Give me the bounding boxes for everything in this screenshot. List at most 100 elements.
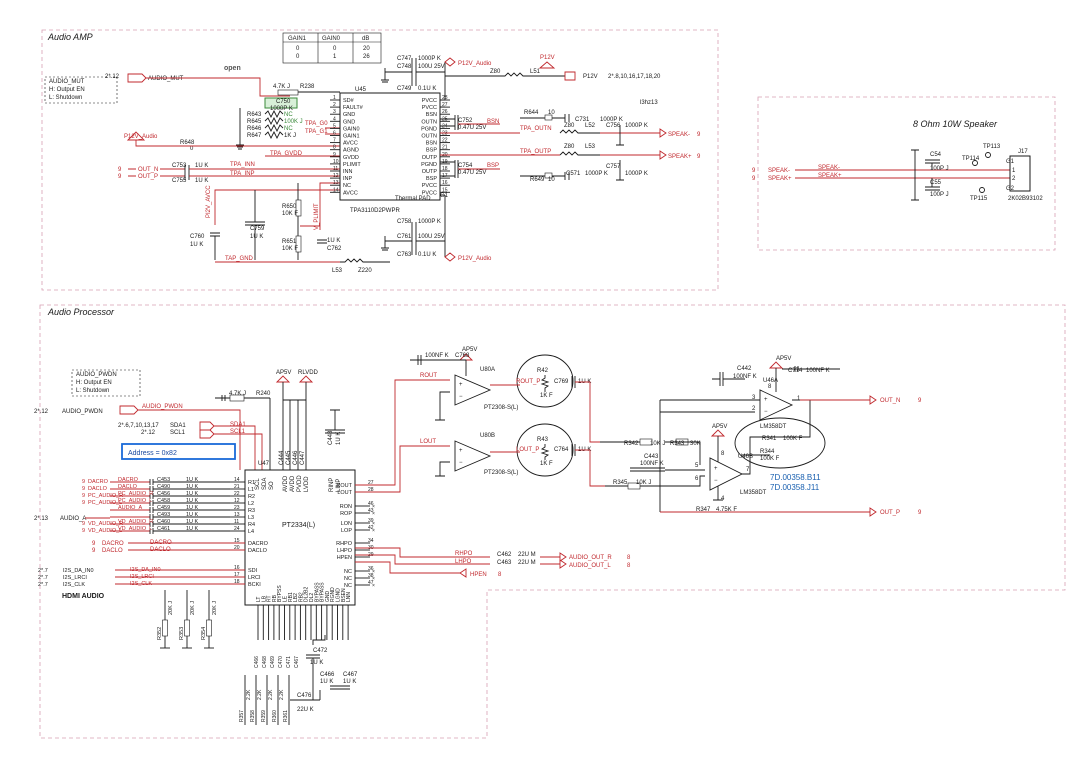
audio-pwdn-net: AUDIO_PWDN (142, 404, 183, 410)
speak-plus-out: SPEAK+ (668, 154, 692, 160)
tpa-g1-net: TPA_G1 (305, 129, 328, 135)
u47-pin-name: NC (344, 583, 352, 589)
u45-pin-name: PLIMIT (343, 162, 361, 168)
u45-pin-name: PGND (421, 126, 437, 132)
address-label: Address = 0x82 (128, 450, 177, 457)
u45-pin-name: PVCC (422, 98, 437, 104)
c750-ref: C750 (276, 99, 291, 105)
u47-input-cap-value: 1U K (186, 477, 199, 483)
u47-pin-name: ROUT (336, 483, 352, 489)
bias-ref: R360 (272, 710, 278, 722)
bias-value: 2.2K (268, 689, 274, 700)
c762-value: 1U K (327, 238, 340, 244)
u46b-pin5: 5 (695, 463, 699, 469)
u47-ref: U47 (258, 461, 270, 467)
audio-a-input: AUDIO_A (60, 516, 86, 522)
u45-pin-name: GND (343, 119, 355, 125)
r238-label: 4.7K J (273, 84, 290, 90)
u47-input-cap-value: 1U K (186, 498, 199, 504)
u47-pin-name: LOUT (337, 490, 352, 496)
u47-pin-name: BCKI (248, 582, 261, 588)
nc-label: NC (284, 126, 293, 132)
speak-plus-ref: 9 (697, 154, 701, 160)
j17-part: 2K02B93102 (1008, 196, 1043, 202)
c443-label: C443 (644, 454, 659, 460)
u47-pin-lvdd: LVDD (304, 476, 310, 492)
c463-label: C463 (497, 560, 512, 566)
i2s-ref: 2*.7 (38, 582, 48, 588)
p12v-audio-top-label: P12V_Audio (458, 61, 492, 67)
u47-pin-name: RT (267, 595, 273, 602)
nc-label: NC (284, 112, 293, 118)
nc-mark: × (372, 521, 375, 527)
c753-label: C753 (172, 163, 187, 169)
u47-input-cap-ref: C461 (157, 526, 170, 532)
c442-value: 100NF K (733, 374, 757, 380)
u47-pin-number: 12 (234, 498, 240, 504)
r342-resistor (639, 438, 653, 446)
sda-ref: 2*.6,7,10,13,17 (118, 423, 159, 429)
r345-value: 10K J (636, 480, 651, 486)
sda-net: SDA1 (230, 422, 246, 428)
u47-pin-number: 46 (368, 501, 374, 507)
audio-pwdn-port (119, 405, 139, 415)
c757-label: C757 (606, 164, 621, 170)
pwdn-note-box (71, 369, 141, 397)
l52-label: L52 (585, 123, 596, 129)
v-plimit-net: V_PLIMIT (314, 203, 320, 230)
c761-value: 100U 25V (418, 234, 445, 240)
c467-value: 1U K (343, 679, 356, 685)
address-box (121, 443, 236, 460)
r651-value: 10K F (282, 246, 298, 252)
ap5v-lm-label: AP5V (712, 424, 727, 430)
l51-label: L51 (530, 69, 541, 75)
u46b-pin4: 4 (721, 496, 725, 502)
c760-value: 1U K (190, 242, 203, 248)
u47-pin-name: R4 (248, 522, 255, 528)
r-value: 100K J (284, 119, 303, 125)
mut-note-line: L: Shutdown (49, 95, 82, 101)
nc-mark: × (372, 569, 375, 575)
gain-cell: 26 (363, 54, 370, 60)
pi2v-avcc-net: PI2V_AVCC (206, 185, 212, 218)
u47-input-cap-value: 1U K (186, 519, 199, 525)
bsn-net: BSN (487, 119, 499, 125)
gain-resistors: R643 R645 R646 R647 NC 100K J NC 1K J TP… (247, 109, 340, 140)
out-n-ref: 9 (118, 167, 122, 173)
u47-input-port: PC_AUDIO_L (88, 500, 122, 506)
r345-resistor (627, 482, 641, 490)
r649-resistor (544, 172, 553, 179)
c444-label: C444 (279, 450, 285, 465)
u46a-plus: + (764, 397, 768, 403)
c749-label: C749 (397, 86, 412, 92)
bottom-cap-ref: C469 (270, 656, 276, 668)
u46a-part: LM358DT (760, 424, 787, 430)
u47-pin-name: ROP (340, 511, 352, 517)
out-p-ref: 9 (918, 510, 922, 516)
c761-label: C761 (397, 234, 412, 240)
speak-minus-port (659, 128, 667, 138)
nc-mark: × (372, 504, 375, 510)
audio-out-r: AUDIO_OUT_R (569, 555, 612, 561)
r345-label: R345 (613, 480, 628, 486)
u45-pin-name: AVCC (343, 141, 358, 147)
j17-pin2: 2 (1012, 176, 1016, 182)
u47-pin-number: 24 (234, 526, 240, 532)
u47-input-ref: 9 (82, 493, 85, 499)
u45-pin-number: 4 (333, 116, 336, 122)
u47-pin-number: 34 (368, 538, 374, 544)
j17-label: J17 (1018, 149, 1028, 155)
u47-input-cap-value: 1U K (186, 484, 199, 490)
c760-capacitor (210, 232, 220, 260)
u47-input-port: VD_AUDIO_R (88, 521, 123, 527)
c448-label: C448 (328, 430, 334, 445)
scl-port (199, 429, 215, 439)
u45-pin-number: 12 (333, 173, 339, 179)
u47-pin-name: LRCI (248, 575, 261, 581)
u47-pin-name: DL2 (309, 593, 315, 602)
mut-note-line: H: Output EN (49, 87, 85, 93)
u45-part: TPA3110D2PWPR (350, 208, 400, 214)
u47-input-port: PC_AUDIO_R (88, 493, 123, 499)
